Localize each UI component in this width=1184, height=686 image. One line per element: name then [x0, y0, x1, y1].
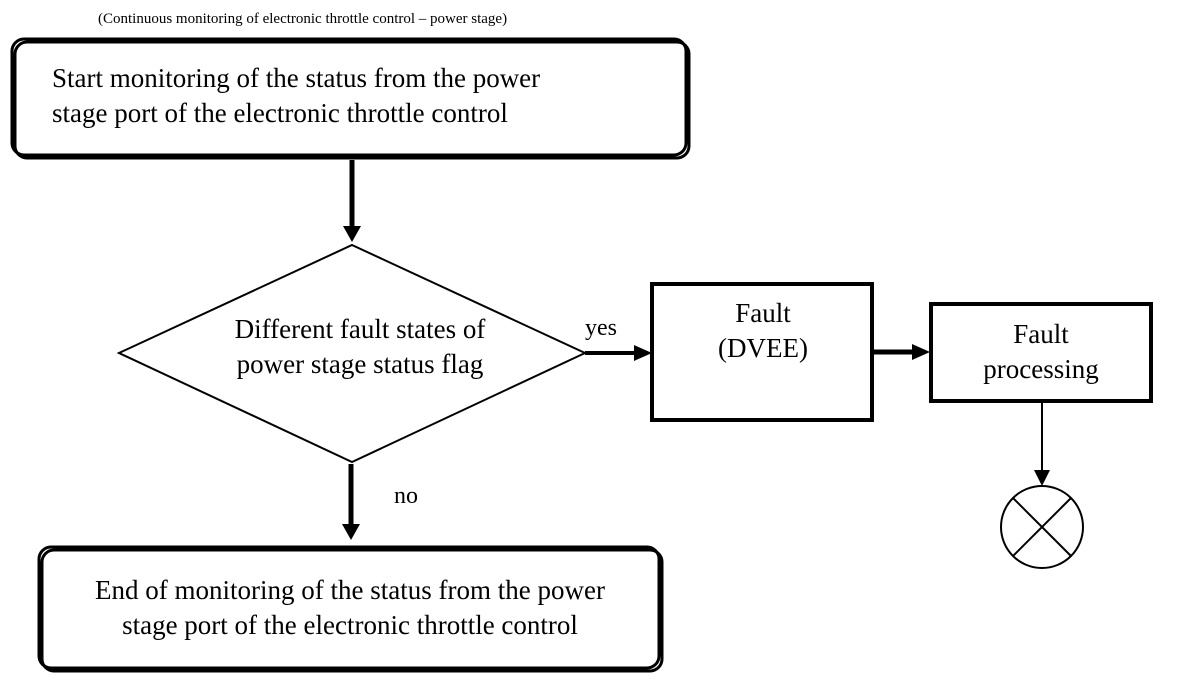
end-box-text: End of monitoring of the status from the… [40, 573, 660, 643]
fault-line-2: (DVEE) [718, 333, 808, 363]
no-label: no [394, 483, 418, 509]
decision-line-1: Different fault states of [234, 314, 486, 344]
end-box [37, 545, 664, 673]
fault-text: Fault (DVEE) [653, 296, 873, 366]
end-line-1: End of monitoring of the status from the… [95, 575, 605, 605]
end-line-2: stage port of the electronic throttle co… [122, 610, 578, 640]
fault-box [650, 282, 874, 422]
start-line-1: Start monitoring of the status from the … [52, 63, 541, 93]
crossed-circle-icon [1000, 485, 1084, 569]
start-line-2: stage port of the electronic throttle co… [52, 98, 508, 128]
start-box-text: Start monitoring of the status from the … [52, 61, 540, 131]
arrow-fault-to-processing [873, 344, 930, 360]
processing-line-1: Fault [1013, 319, 1069, 349]
yes-label: yes [585, 315, 617, 341]
diagram-caption: (Continuous monitoring of electronic thr… [98, 11, 508, 27]
arrow-start-to-decision [343, 160, 361, 242]
processing-box [929, 302, 1153, 403]
arrow-decision-to-end [342, 464, 360, 540]
arrow-decision-to-fault [585, 345, 652, 361]
fault-line-1: Fault [735, 298, 791, 328]
decision-line-2: power stage status flag [236, 349, 484, 379]
decision-diamond [116, 243, 588, 464]
decision-text: Different fault states of power stage st… [180, 312, 540, 382]
processing-line-2: processing [983, 354, 1099, 384]
arrow-processing-to-terminator [1034, 402, 1050, 486]
start-box [10, 37, 691, 160]
processing-text: Fault processing [931, 317, 1151, 387]
